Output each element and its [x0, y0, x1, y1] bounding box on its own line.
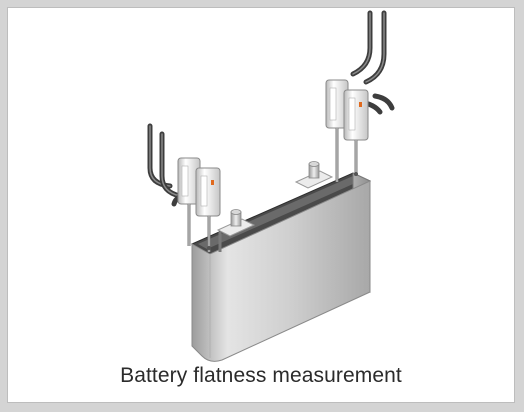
sensor-right-2: [343, 89, 369, 176]
sensor-left-1: [177, 157, 201, 246]
sensor-left-2: [195, 167, 221, 252]
battery-sensor-illustration: [147, 10, 395, 362]
figure-card: Battery flatness measurement: [7, 7, 515, 403]
battery-front: [191, 180, 371, 362]
figure-caption: Battery flatness measurement: [120, 364, 402, 387]
terminal-right: [294, 161, 334, 189]
terminal-left: [216, 209, 256, 237]
